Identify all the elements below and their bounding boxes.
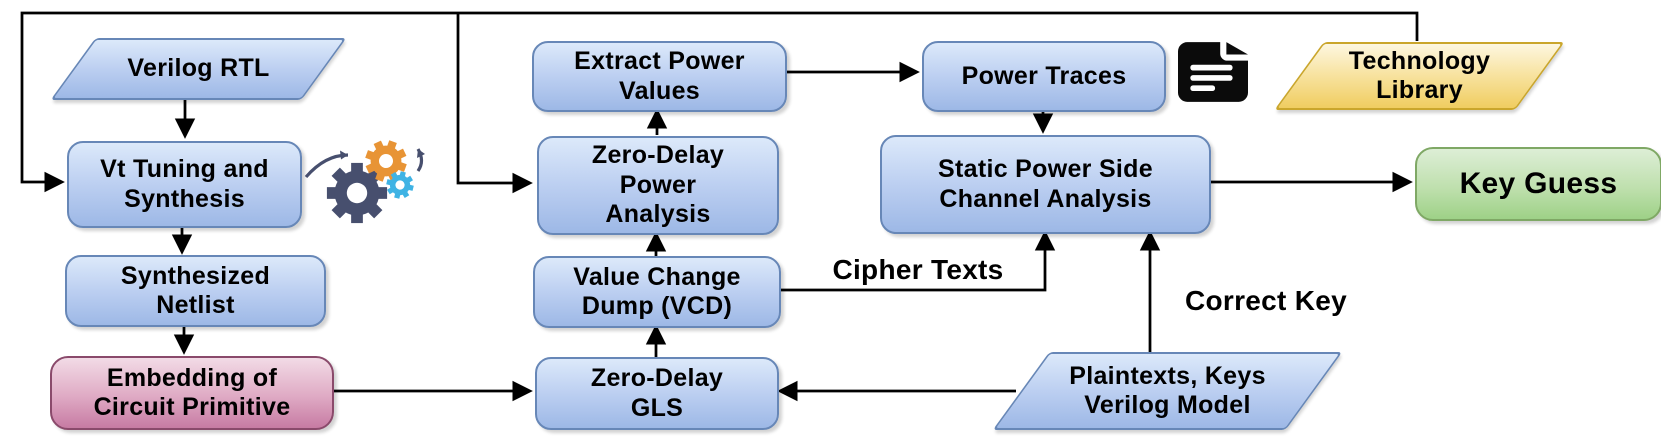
node-vcd-label: Value Change Dump (VCD) [573, 262, 741, 321]
node-zero-delay-power-analysis: Zero-Delay Power Analysis [537, 136, 779, 235]
node-embedding-circuit-primitive: Embedding of Circuit Primitive [50, 356, 334, 430]
node-static-power-label: Static Power Side Channel Analysis [938, 155, 1153, 213]
edge-techlib-to-vt [20, 11, 1419, 193]
node-zero-delay-power-label: Zero-Delay Power Analysis [591, 141, 725, 229]
edge-ciphertexts [778, 230, 1056, 292]
node-extract-power-label: Extract Power Values [574, 47, 745, 105]
node-key-guess: Key Guess [1415, 147, 1661, 221]
node-key-guess-label: Key Guess [1459, 167, 1618, 201]
node-technology-library-label: Technology Library [1348, 46, 1491, 105]
node-static-power-sca: Static Power Side Channel Analysis [880, 135, 1211, 234]
edge-label-cipher-texts: Cipher Texts [832, 254, 1004, 285]
node-power-traces: Power Traces [922, 41, 1166, 112]
node-technology-library: Technology Library [1271, 42, 1568, 110]
node-zero-delay-gls: Zero-Delay GLS [535, 357, 779, 430]
node-value-change-dump: Value Change Dump (VCD) [533, 256, 781, 328]
node-power-traces-label: Power Traces [961, 61, 1127, 90]
rotate-arrow-right-head [417, 149, 425, 158]
node-plaintexts-label: Plaintexts, Keys Verilog Model [1069, 361, 1266, 420]
node-synthesized-netlist: Synthesized Netlist [65, 255, 326, 327]
document-line-2 [1190, 75, 1233, 81]
node-plaintexts-keys: Plaintexts, Keys Verilog Model [990, 352, 1345, 430]
node-vt-tuning-label: Vt Tuning and Synthesis [100, 155, 269, 213]
node-vt-tuning: Vt Tuning and Synthesis [67, 141, 302, 228]
node-synthesized-netlist-label: Synthesized Netlist [120, 261, 271, 320]
gears-icon [304, 134, 425, 224]
document-fold-corner [1226, 42, 1248, 55]
edge-label-correct-key: Correct Key [1184, 285, 1348, 316]
node-verilog-rtl-label: Verilog RTL [127, 54, 270, 83]
edge-techlib-to-zdpa [456, 13, 533, 194]
document-icon [1178, 42, 1248, 102]
node-zero-delay-gls-label: Zero-Delay GLS [590, 364, 724, 422]
node-verilog-rtl: Verilog RTL [47, 38, 350, 100]
document-line-3 [1190, 85, 1216, 92]
node-extract-power-values: Extract Power Values [532, 41, 787, 112]
document-line-1 [1190, 64, 1233, 71]
rotate-arrow-left-head [340, 150, 348, 160]
node-embedding-label: Embedding of Circuit Primitive [93, 363, 291, 422]
